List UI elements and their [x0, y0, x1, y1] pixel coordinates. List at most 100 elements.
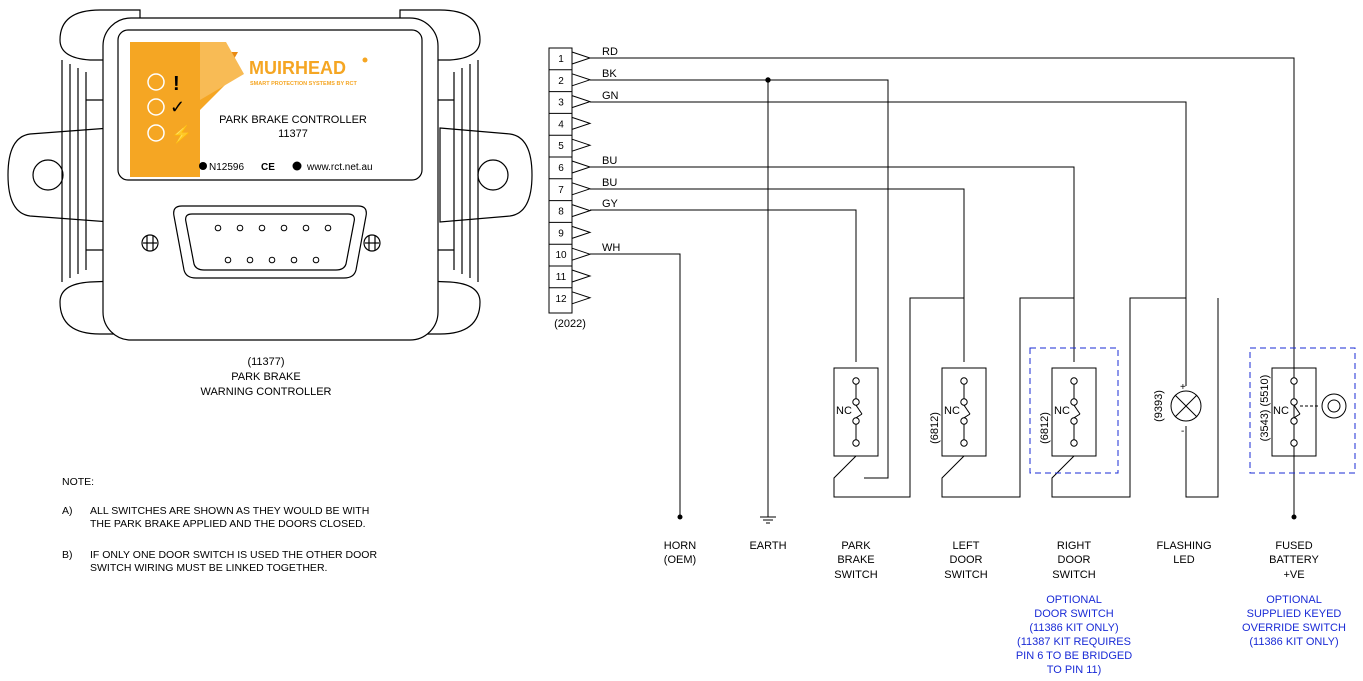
right-door-nc: NC: [1054, 405, 1070, 417]
note-b-line2: SWITCH WIRING MUST BE LINKED TOGETHER.: [90, 562, 328, 574]
power-symbol: ⚡: [171, 124, 192, 145]
power-indicator-icon: [147, 124, 165, 142]
left-label-3: SWITCH: [944, 569, 987, 581]
pin-number: 6: [558, 163, 564, 174]
opt-override-1: OPTIONAL: [1266, 594, 1322, 606]
wire-bk: [590, 79, 889, 479]
pin-terminal-icon: [571, 291, 592, 305]
pin-number: 3: [558, 98, 564, 109]
ok-indicator-icon: [147, 98, 165, 116]
optional-override-note: OPTIONAL SUPPLIED KEYED OVERRIDE SWITCH …: [1242, 594, 1346, 648]
pin-number: 5: [558, 141, 564, 152]
left-door-code: (6812): [929, 412, 941, 444]
pin-terminal-icon: [571, 73, 592, 87]
pin-number: 1: [558, 54, 564, 65]
override-nc: NC: [1273, 405, 1289, 417]
note-b-line1: IF ONLY ONE DOOR SWITCH IS USED THE OTHE…: [90, 549, 378, 561]
wiring: [590, 57, 1295, 517]
brand-tagline: SMART PROTECTION SYSTEMS BY RCT: [250, 81, 357, 87]
product-title: PARK BRAKE CONTROLLER: [219, 114, 367, 126]
ok-symbol: ✓: [170, 97, 185, 117]
opt-door-6: TO PIN 11): [1047, 664, 1102, 676]
pin-number: 11: [556, 272, 567, 283]
pin-number: 7: [558, 185, 564, 196]
terminal-labels: HORN (OEM) EARTH PARK BRAKE SWITCH LEFT …: [664, 540, 1320, 581]
brand-name: MUIRHEAD: [249, 58, 346, 78]
note-a-label: A): [62, 505, 73, 517]
pin-terminal-icon: [571, 247, 592, 261]
wire-rd: [590, 57, 1295, 517]
led-label-1: FLASHING: [1156, 540, 1211, 552]
db-connector: [173, 205, 367, 279]
warning-indicator-icon: [147, 73, 165, 91]
wire-gn: [590, 101, 1187, 386]
opt-override-3: OVERRIDE SWITCH: [1242, 622, 1346, 634]
opt-door-4: (11387 KIT REQUIRES: [1017, 636, 1131, 648]
opt-door-1: OPTIONAL: [1046, 594, 1102, 606]
battery-label-3: +VE: [1283, 569, 1304, 581]
warning-symbol: !: [173, 73, 180, 95]
opt-door-3: (11386 KIT ONLY): [1029, 622, 1118, 634]
wire-gy: [590, 209, 857, 362]
note-a-line1: ALL SWITCHES ARE SHOWN AS THEY WOULD BE …: [90, 505, 370, 517]
pin-number: 9: [558, 228, 564, 239]
opt-override-4: (11386 KIT ONLY): [1249, 636, 1338, 648]
led-plus: +: [1180, 382, 1186, 393]
pin-number: 4: [558, 119, 564, 130]
controller-caption-code: (11377): [247, 356, 284, 368]
cert-icon: [199, 162, 207, 170]
product-number: 11377: [278, 128, 308, 140]
pin-terminal-icon: [571, 160, 592, 174]
horn-terminal-icon: [677, 514, 683, 520]
park-brake-nc: NC: [836, 405, 852, 417]
left-label-1: LEFT: [953, 540, 980, 552]
override-switch: [1249, 347, 1356, 474]
left-door-nc: NC: [944, 405, 960, 417]
wire-bu-7: [590, 188, 965, 362]
left-label-2: DOOR: [950, 554, 983, 566]
pin-number: 8: [558, 207, 564, 218]
park-label-2: BRAKE: [837, 554, 874, 566]
pin-terminal-icon: [571, 269, 592, 283]
opt-door-5: PIN 6 TO BE BRIDGED: [1016, 650, 1132, 662]
cert-number: N12596: [209, 162, 244, 173]
website: www.rct.net.au: [306, 162, 373, 173]
globe-icon: [292, 161, 302, 171]
note-a-line2: THE PARK BRAKE APPLIED AND THE DOORS CLO…: [90, 518, 366, 530]
controller-caption-line1: PARK BRAKE: [231, 371, 301, 383]
wire-label-bk: BK: [602, 68, 617, 80]
right-label-1: RIGHT: [1057, 540, 1092, 552]
pin-number: 10: [555, 250, 567, 261]
right-label-3: SWITCH: [1052, 569, 1095, 581]
earth-icon: [760, 516, 776, 524]
right-door-code: (6812): [1039, 412, 1051, 444]
ce-mark: CE: [261, 162, 275, 173]
flashing-led-icon: [1170, 390, 1202, 422]
indicator-lights: [147, 73, 165, 142]
pin-terminal-icon: [571, 225, 592, 239]
park-label-3: SWITCH: [834, 569, 877, 581]
note-b-label: B): [62, 549, 73, 561]
opt-door-2: DOOR SWITCH: [1034, 608, 1113, 620]
pin-number: 12: [555, 294, 567, 305]
pin-number: 2: [558, 76, 564, 87]
right-label-2: DOOR: [1058, 554, 1091, 566]
wire-wh: [590, 253, 681, 517]
led-code: (9393): [1153, 390, 1165, 422]
led-minus: -: [1181, 426, 1184, 437]
key-icon: [1321, 393, 1347, 419]
override-code: (3543) (5510): [1259, 375, 1271, 442]
horn-label-1: HORN: [664, 540, 696, 552]
horn-label-2: (OEM): [664, 554, 696, 566]
screw-left: [141, 234, 159, 252]
mounting-flange: [7, 127, 533, 223]
wire-label-wh: WH: [602, 242, 620, 254]
connector-part-number: (2022): [554, 318, 586, 330]
wire-label-bu-7: BU: [602, 177, 617, 189]
battery-label-2: BATTERY: [1269, 554, 1319, 566]
battery-terminal-icon: [1291, 514, 1297, 520]
pin-terminal-icon: [571, 51, 592, 65]
notes-heading: NOTE:: [62, 476, 95, 488]
pin-terminal-icon: [571, 182, 592, 196]
